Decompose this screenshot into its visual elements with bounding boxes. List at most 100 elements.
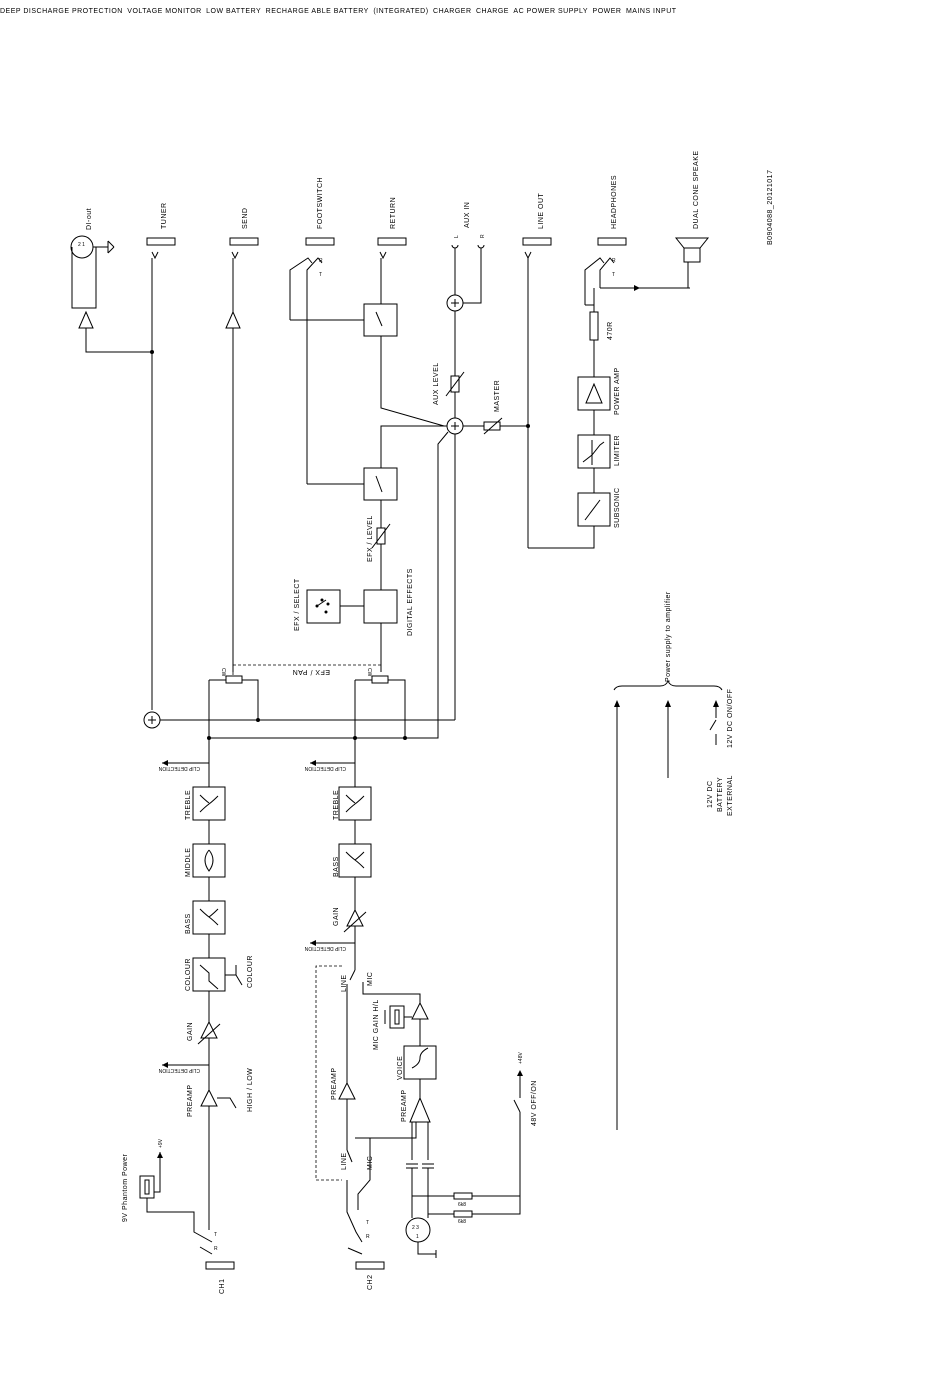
return-jack [377,237,407,246]
charge-label: CHARGE [476,8,509,15]
master-pot [483,421,501,431]
tuner-jack [146,237,176,246]
ch2-preamp-mic-label: PREAMP [401,1089,408,1122]
ch1-bass-label: BASS [185,913,192,934]
ch2-line-preamp [338,1081,356,1100]
line-out-label: LINE OUT [538,192,545,229]
ch2-input-jack [355,1261,385,1270]
ch2-mic-preamp [409,1096,431,1123]
svg-text:BATTERY: BATTERY [717,777,724,812]
voltage-monitor-block: VOLTAGE MONITOR LOW BATTERY RECHARGE ABL… [127,0,676,17]
efx-switch [363,467,398,501]
svg-text:R: R [366,1234,370,1240]
ac-power-supply-label: AC POWER SUPPLY [513,8,589,15]
ch1-clip-label-top: CLIP DETECTION [158,765,200,771]
ch2-mic-gain-label: MIC GAIN H/L [373,999,380,1050]
svg-text:L: L [454,235,460,238]
svg-text:6k8: 6k8 [458,1219,466,1225]
di-buffer-amp [78,310,94,329]
svg-text:CW: CW [366,668,372,677]
ch1-name-label: CH1 [219,1278,226,1294]
svg-text:T: T [319,272,322,278]
ch2-48v-onoff-label: 48V OFF/ON [531,1080,538,1126]
ch2-preamp-line-label: PREAMP [331,1067,338,1100]
svg-text:CW: CW [220,668,226,677]
subsonic-filter [577,492,611,527]
ch1-middle-block [192,843,226,878]
ch1-treble-block [192,786,226,821]
svg-text:R: R [612,258,616,264]
limiter [577,434,611,469]
limiter-label: LIMITER [614,435,621,466]
ch2-clip-label-bottom: CLIP DETECTION [304,945,346,951]
svg-text:2 1: 2 1 [78,242,85,248]
tuner-label: TUNER [161,202,168,229]
rechargeable-label-1: RECHARGE ABLE BATTERY [265,8,369,15]
deep-discharge-switch: DEEP DISCHARGE PROTECTION VOLTAGE MONITO… [0,0,677,17]
ch2-mic-label-top: MIC [367,972,374,986]
return-switch [363,303,398,337]
ch1-input-jack [205,1261,235,1270]
ch1-gain-amp [200,1020,218,1039]
mains-input-label: MAINS INPUT [625,8,677,15]
charge-led-icon: CHARGE AC POWER SUPPLY POWER MAINS INPUT… [476,0,677,17]
ch1-middle-label: MIDDLE [185,848,192,877]
efx-select-label: EFX / SELECT [294,578,301,631]
power-amp [577,376,611,411]
ch1-colour-label: COLOUR [185,958,192,991]
aux-in-label: AUX IN [464,202,471,228]
svg-text:2 3: 2 3 [412,1225,419,1231]
ch2-gain-label: GAIN [333,907,340,926]
ch2-48v-label: +48V [518,1052,524,1064]
svg-text:T: T [214,1232,217,1238]
deep-discharge-label: DEEP DISCHARGE PROTECTION [0,8,123,15]
dc-onoff-label: 12V DC ON/OFF [727,689,734,748]
line-out-jack [522,237,552,246]
ch2-mic-gain-amp [411,1001,429,1020]
ch2-bass-label: BASS [333,856,340,877]
efx-select-switch [306,589,341,624]
battery-external-label: 12V DC [707,780,714,808]
svg-text:6k8: 6k8 [458,1202,466,1208]
efx-pan-pot-ch1 [225,675,243,684]
ch2-line-label-top: LINE [341,974,348,992]
resistor-6k8-b [453,1210,473,1218]
ch1-phantom-label: 9V Phantom Power [122,1154,129,1222]
ch2-voice-block [403,1045,437,1080]
rechargeable-label-2: (INTEGRATED) [373,8,429,15]
ch2-voice-label: VOICE [397,1056,404,1080]
efx-level-label: EFX / LEVEL [367,515,374,562]
headphones-label: HEADPHONES [611,175,618,229]
low-battery-led-icon: LOW BATTERY RECHARGE ABLE BATTERY (INTEG… [206,0,676,17]
power-supply-brace [613,679,723,691]
charger-block: CHARGER CHARGE AC POWER SUPPLY POWER MAI… [433,0,677,17]
resistor-6k8-a [453,1192,473,1200]
ch2-line-label-bottom: LINE [341,1152,348,1170]
speaker-icon [674,237,710,249]
rechargeable-battery: RECHARGE ABLE BATTERY (INTEGRATED) CHARG… [266,0,677,17]
footswitch-jack [305,237,335,246]
svg-text:R: R [214,1246,218,1252]
power-switch-label: POWER [592,8,622,15]
voltage-monitor-label: VOLTAGE MONITOR [127,8,202,15]
aux-level-label: AUX LEVEL [433,362,440,405]
ch1-preamp-label: PREAMP [187,1084,194,1117]
ch1-treble-label: TREBLE [185,790,192,820]
di-out-label: DI-out [86,208,93,230]
send-label: SEND [242,208,249,229]
digital-effects-block [363,589,398,624]
ch2-treble-label: TREBLE [333,790,340,820]
svg-text:EXTERNAL: EXTERNAL [727,775,734,816]
efx-pan-label: EFX / PAN [292,668,330,675]
ch2-gain-amp [346,908,364,927]
dual-cone-label: DUAL CONE SPEAKE [693,150,700,229]
r470-label: 470R [607,321,614,340]
master-label: MASTER [494,380,501,412]
charger-label: CHARGER [433,8,472,15]
ch1-high-low-label: HIGH / LOW [247,1068,254,1112]
doc-id: B0904088_20121017 [767,170,774,245]
subsonic-label: SUBSONIC [614,487,621,528]
svg-text:T: T [366,1220,369,1226]
resistor-470r [589,311,599,341]
